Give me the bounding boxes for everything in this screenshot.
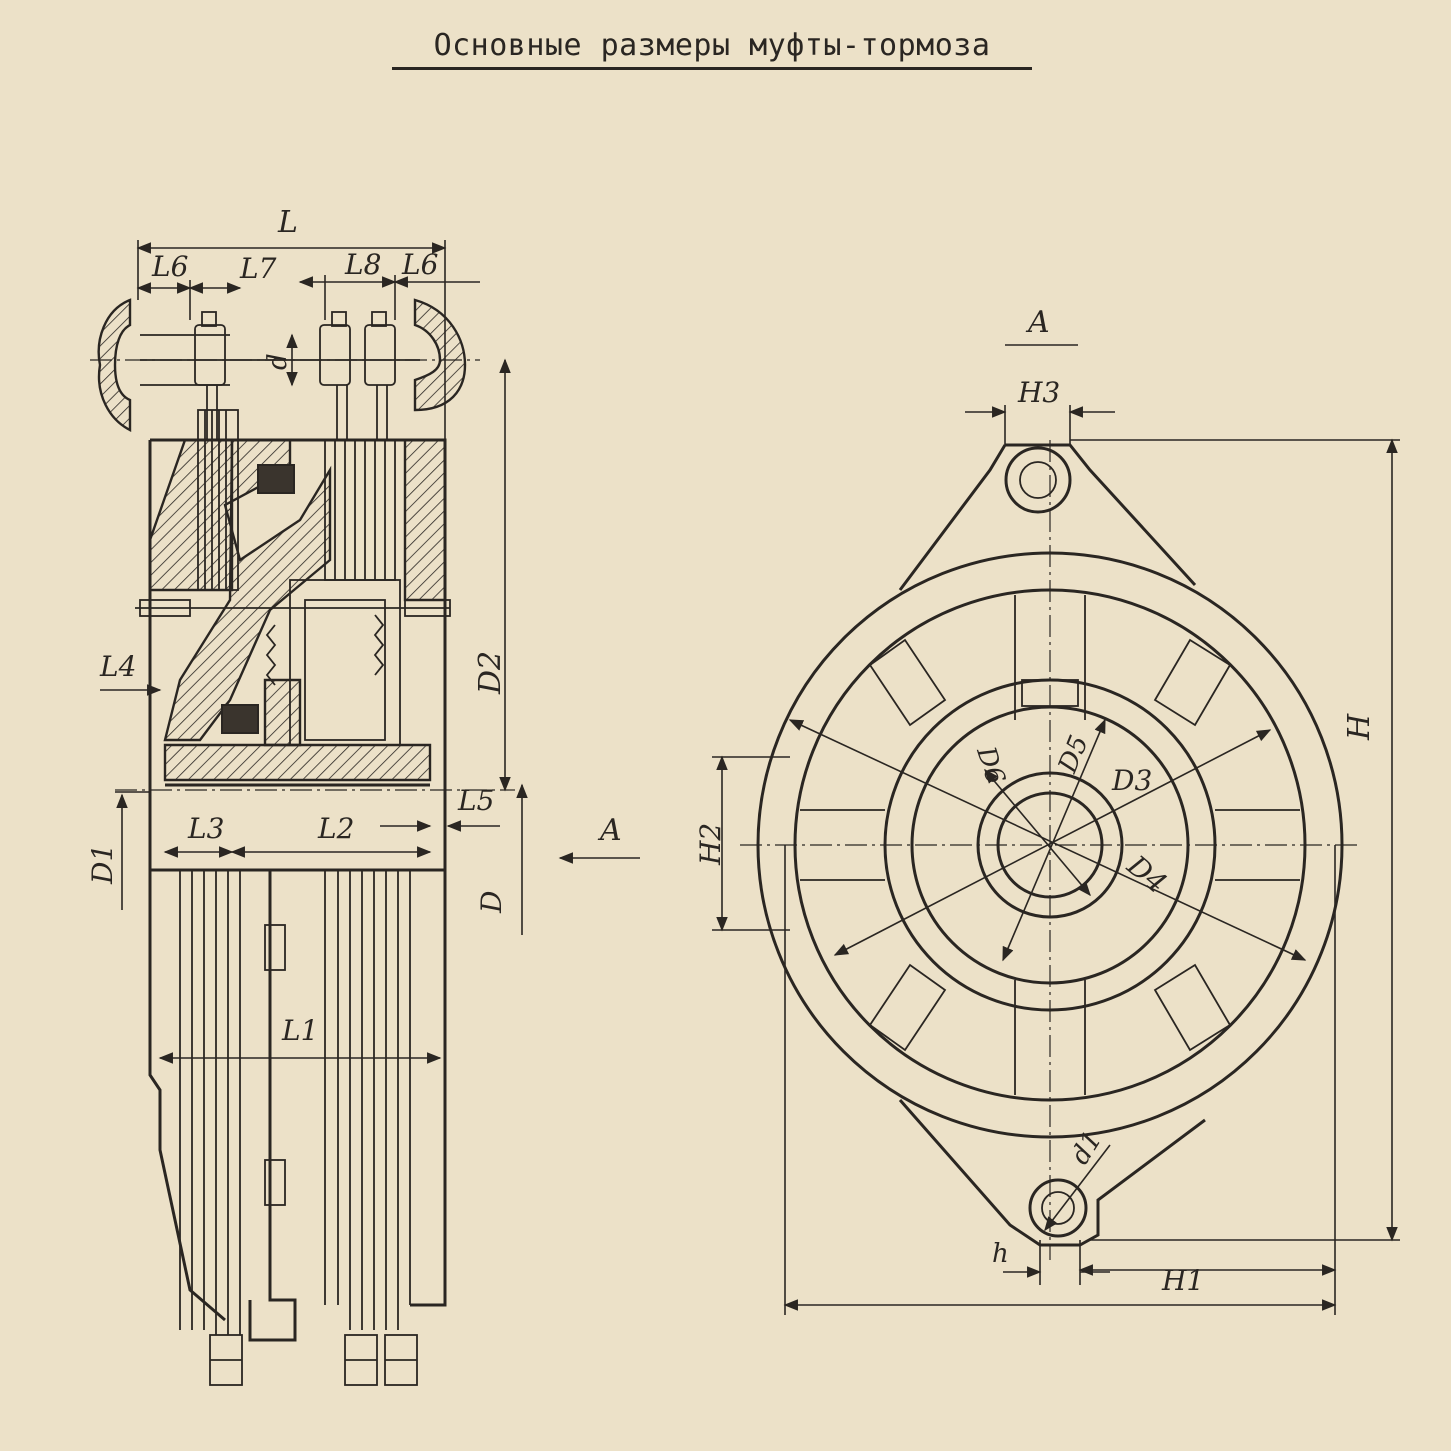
label-D5: D5 xyxy=(1053,731,1095,778)
bottom-bolts xyxy=(209,1334,418,1386)
d4-leader xyxy=(788,719,1307,961)
label-D1: D1 xyxy=(86,844,119,885)
label-d: d xyxy=(263,353,293,370)
label-h: h xyxy=(992,1239,1009,1269)
seal-bottom xyxy=(221,704,259,734)
section-dimensions xyxy=(100,240,640,1064)
arrow-A-label: A xyxy=(597,813,622,848)
shaft-hub xyxy=(163,743,432,782)
label-H1: H1 xyxy=(1161,1264,1204,1297)
spring-left xyxy=(265,624,277,686)
top-pins xyxy=(194,311,396,440)
lower-disc-stack-right xyxy=(324,870,411,1330)
label-L6-right: L6 xyxy=(401,248,438,281)
armature-block xyxy=(289,579,401,746)
lower-disc-stack-left xyxy=(179,870,241,1335)
label-D2: D2 xyxy=(473,651,508,695)
bottom-mount-hole xyxy=(1028,1178,1088,1238)
label-D: D xyxy=(475,891,508,914)
top-disc-stack-right xyxy=(324,439,396,581)
label-D4: D4 xyxy=(1120,848,1173,900)
left-cap xyxy=(97,298,132,432)
label-L5: L5 xyxy=(457,784,494,817)
view-dimensions xyxy=(712,405,1400,1315)
label-H3: H3 xyxy=(1017,376,1060,409)
label-L: L xyxy=(277,205,298,240)
coil-cavity xyxy=(304,599,386,741)
housing-outline xyxy=(148,438,447,1322)
label-L7: L7 xyxy=(239,252,277,285)
inner-hub xyxy=(263,678,302,747)
seal-top xyxy=(257,464,295,494)
d6-leader xyxy=(984,768,1091,897)
end-view-a xyxy=(740,344,1360,1260)
right-disc-housing xyxy=(403,438,447,602)
d5-leader xyxy=(1002,718,1106,962)
view-A-label: A xyxy=(1025,305,1050,340)
label-L8: L8 xyxy=(344,248,381,281)
label-L3: L3 xyxy=(187,812,224,845)
top-mount-hole xyxy=(1004,446,1072,514)
brake-plate xyxy=(245,868,297,1342)
label-H2: H2 xyxy=(694,823,727,866)
vertical-ribs xyxy=(1014,595,1086,1095)
label-L1: L1 xyxy=(281,1014,318,1047)
label-L4: L4 xyxy=(99,650,136,683)
spring-right xyxy=(373,614,385,676)
label-L2: L2 xyxy=(317,812,354,845)
label-L6-left: L6 xyxy=(151,250,188,283)
top-disc-stack-left xyxy=(197,409,239,591)
right-cap xyxy=(413,298,467,412)
label-D6: D6 xyxy=(970,742,1010,788)
label-H: H xyxy=(1342,713,1377,741)
section-view xyxy=(90,298,515,1386)
label-D3: D3 xyxy=(1111,764,1152,797)
drawing-title: Основные размеры муфты-тормоза xyxy=(392,28,1032,70)
